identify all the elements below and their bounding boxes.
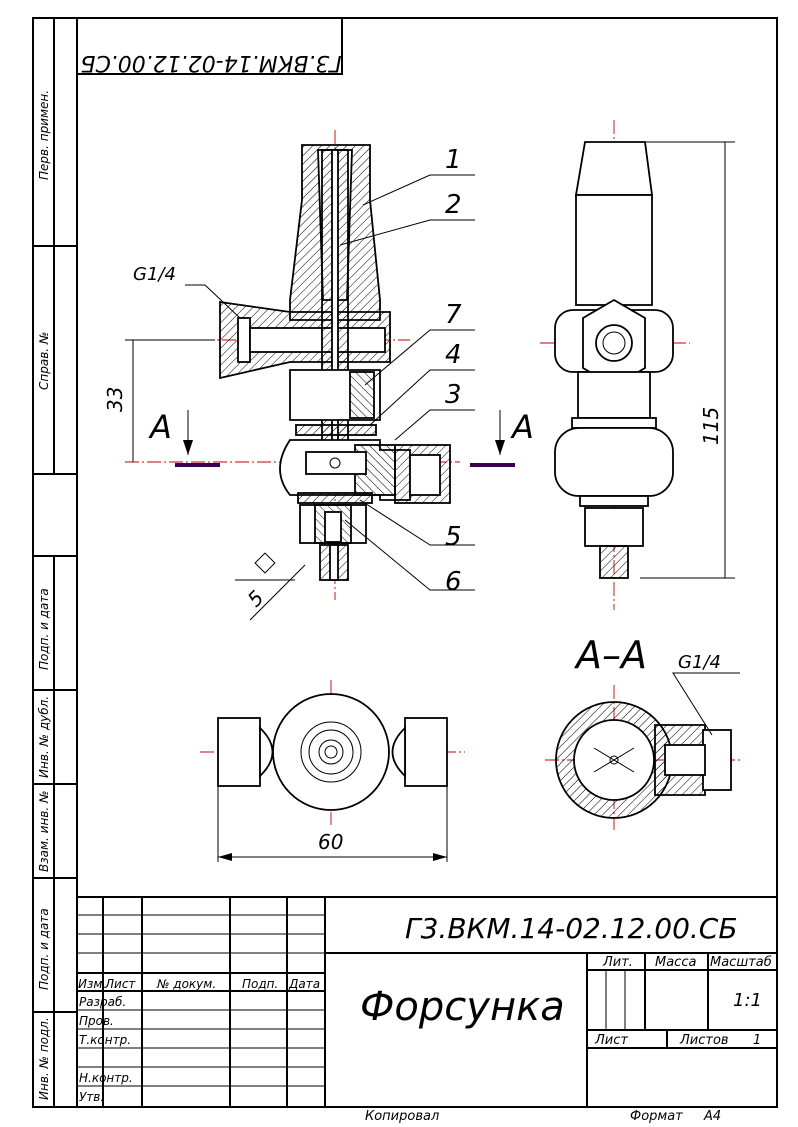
stamp-role-tech-control: Т.контр.	[79, 1033, 131, 1047]
stamp-lit-label: Лит.	[602, 955, 633, 970]
stamp-col-doc: № докум.	[156, 977, 216, 991]
callout-3: 3	[445, 380, 462, 410]
side-view: 115	[540, 120, 735, 610]
callout-1: 1	[445, 145, 462, 175]
dimension-33-text: 33	[103, 387, 127, 412]
side-label-inv-dubl: Инв. № дубл.	[37, 696, 51, 778]
section-title: А–А	[573, 633, 647, 677]
stamp-col-sign: Подп.	[242, 977, 278, 991]
callouts: 1 2 7 4 3 5 6	[339, 145, 475, 597]
callout-4: 4	[445, 340, 462, 370]
stamp-col-date: Дата	[288, 977, 320, 991]
callout-5: 5	[445, 522, 462, 552]
stamp-role-norm-control: Н.контр.	[79, 1071, 133, 1085]
dimension-5-text: 5	[243, 586, 269, 612]
dimension-33: 33	[103, 339, 215, 462]
stamp-scale-label: Масштаб	[710, 955, 772, 970]
stamp-sheets-value: 1	[753, 1033, 761, 1048]
side-label-podp-data-bottom: Подп. и дата	[37, 908, 51, 990]
section-aa: А–А G1/4	[545, 633, 740, 830]
stamp-col-izm: Изм.	[78, 977, 106, 991]
title-block: Г3.ВКМ.14-02.12.00.СБ Форсунка Изм. Лист…	[76, 896, 778, 1124]
stamp-mass-label: Масса	[655, 955, 696, 970]
stamp-col-list: Лист	[104, 977, 136, 991]
stamp-title: Форсунка	[360, 984, 565, 1030]
side-label-inv-podl: Инв. № подл.	[37, 1017, 51, 1100]
dimension-60-text: 60	[318, 830, 343, 854]
stamp-role-checked: Пров.	[79, 1014, 114, 1028]
dimension-115-text: 115	[699, 407, 723, 445]
stamp-sheet-label: Лист	[594, 1033, 628, 1048]
stamp-role-approved: Утв.	[79, 1090, 104, 1104]
thread-label-front: G1/4	[133, 264, 241, 319]
stamp-copied-label: Копировал	[365, 1109, 439, 1124]
callout-7: 7	[445, 300, 462, 330]
side-strip: Перв. примен. Справ. № Подп. и дата Инв.…	[32, 17, 78, 1108]
stamp-scale-value: 1:1	[733, 990, 762, 1011]
section-mark-left: А	[148, 408, 172, 446]
stamp-format-label: Формат	[630, 1109, 683, 1124]
top-code-text: Г3.ВКМ.14-02.12.00.СБ	[80, 50, 341, 75]
side-label-podp-data-top: Подп. и дата	[37, 588, 51, 670]
side-label-sprav-no: Справ. №	[37, 332, 51, 390]
side-label-perv-primen: Перв. примен.	[37, 90, 51, 180]
section-mark-right: А	[510, 408, 534, 446]
section-markers: А А	[148, 408, 534, 467]
thread-label-front-text: G1/4	[133, 264, 176, 285]
thread-label-section-text: G1/4	[678, 652, 721, 673]
front-view	[125, 130, 460, 600]
callout-6: 6	[445, 567, 462, 597]
stamp-drawing-code: Г3.ВКМ.14-02.12.00.СБ	[405, 912, 738, 945]
top-code-box: Г3.ВКМ.14-02.12.00.СБ	[76, 17, 343, 75]
callout-2: 2	[445, 190, 462, 220]
side-label-vzam-inv: Взам. инв. №	[37, 791, 51, 872]
stamp-format-value: A4	[703, 1109, 721, 1124]
stamp-sheets-label: Листов	[679, 1033, 729, 1048]
stamp-role-developed: Разраб.	[79, 995, 126, 1009]
dimension-5: 5	[235, 552, 306, 621]
plan-view: 60	[200, 680, 465, 862]
